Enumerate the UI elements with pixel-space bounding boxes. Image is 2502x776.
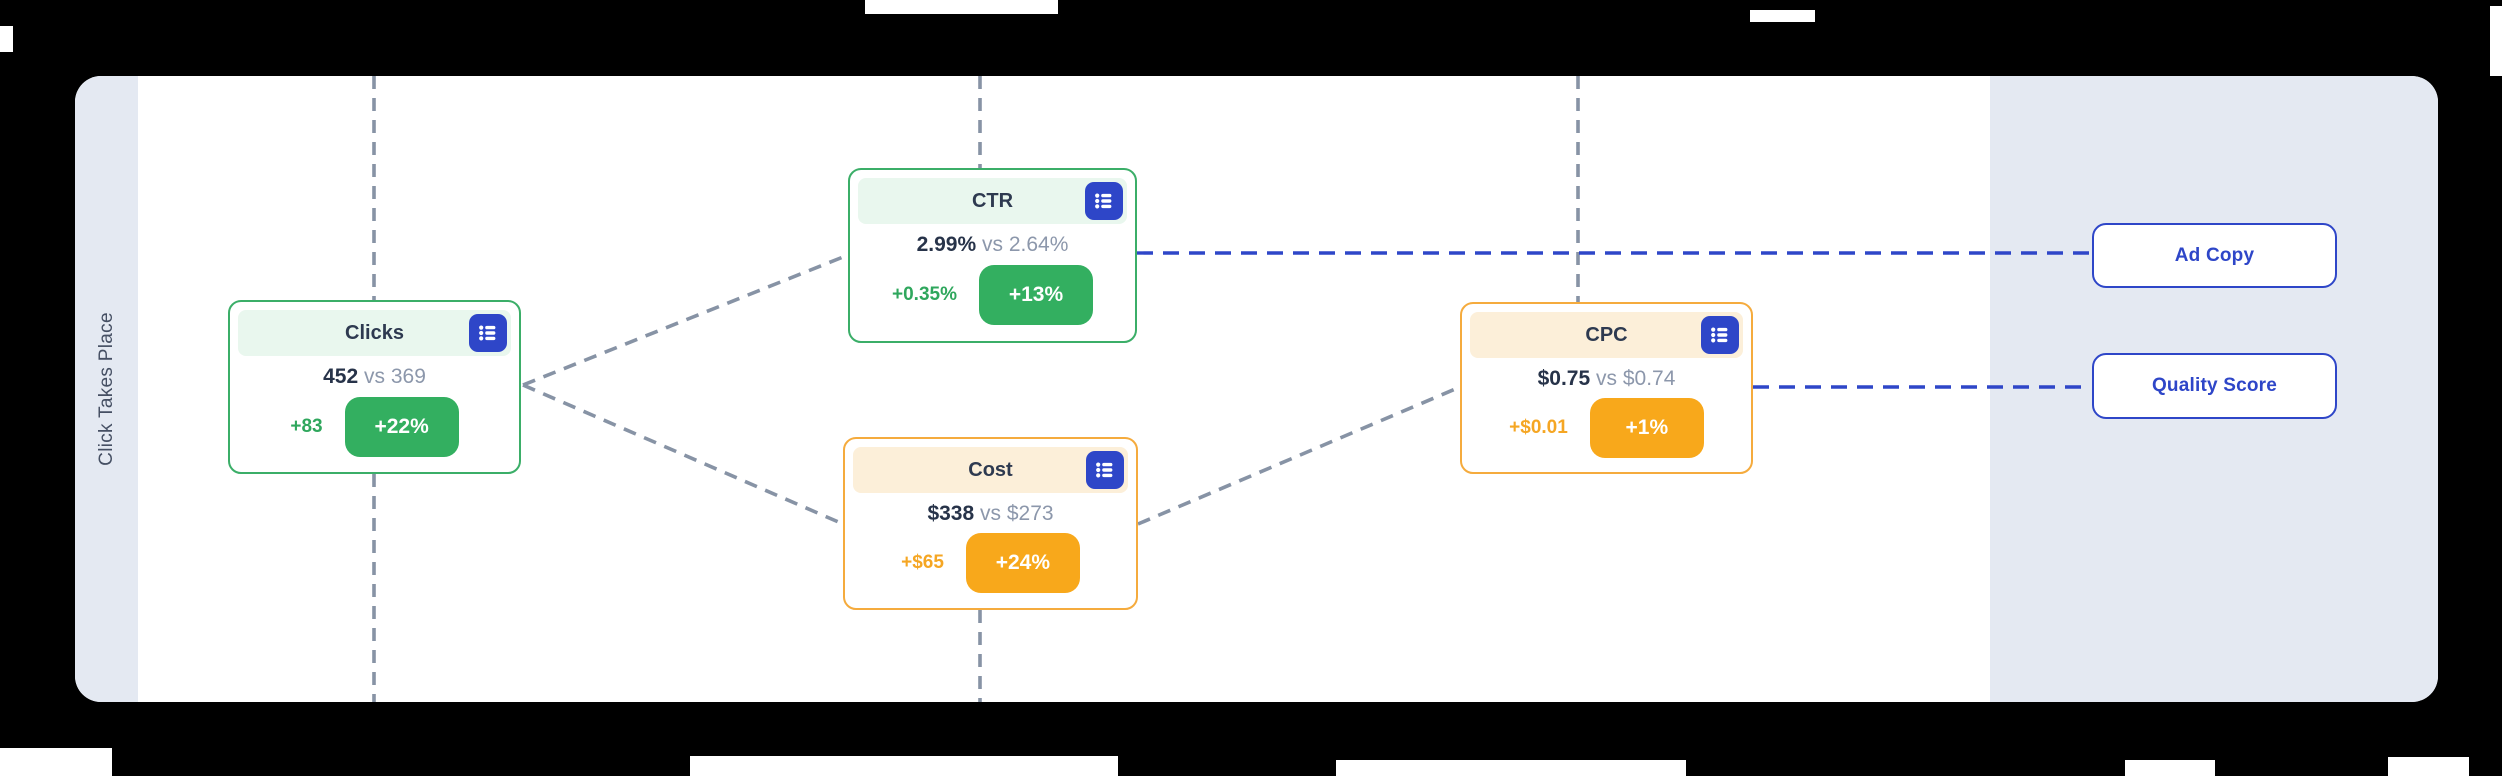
delta-percent-badge: +13% [978,265,1093,325]
metrics-flow-panel: Click Takes Place Clicks [75,76,2438,702]
delta-percent-badge: +24% [965,533,1080,593]
previous-value: 369 [390,365,426,388]
metric-card-cost: Cost $338 vs $273 +$65 +24% [843,437,1138,610]
card-title: CPC [1585,323,1628,346]
card-delta: +0.35% +13% [850,257,1135,341]
list-icon [1095,193,1112,209]
card-title: Clicks [345,321,404,344]
delta-percent-badge: +1% [1589,397,1704,458]
factor-quality-score-button[interactable]: Quality Score [2092,353,2337,419]
previous-value: 2.64% [1008,233,1069,256]
delta-absolute: +83 [290,415,323,437]
background-artifact [2388,757,2469,776]
card-title: CTR [971,189,1014,212]
background-artifact [1336,760,1686,776]
list-icon [1096,462,1113,478]
factor-ad-copy-button[interactable]: Ad Copy [2092,223,2337,288]
background-artifact [0,26,13,52]
metric-card-clicks: Clicks 452 vs 369 +83 +22% [228,300,521,474]
card-menu-button[interactable] [1701,316,1739,354]
list-icon [1711,327,1728,343]
connector-cost-cpc [1137,385,1461,526]
background-artifact [690,756,1118,776]
card-value: 452 vs 369 [230,365,519,389]
background-artifact [2125,760,2215,776]
card-delta: +83 +22% [230,389,519,472]
card-header: Cost [853,447,1128,493]
card-delta: +$65 +24% [845,526,1136,608]
vs-label: vs [982,233,1003,256]
metric-card-cpc: CPC $0.75 vs $0.74 +$0.01 +1% [1460,302,1753,474]
vs-label: vs [1596,367,1617,390]
delta-absolute: +0.35% [892,284,957,305]
vs-label: vs [980,502,1001,525]
card-menu-button[interactable] [469,314,507,352]
card-title: Cost [968,458,1013,481]
card-value: $0.75 vs $0.74 [1462,367,1751,391]
card-header: CPC [1470,312,1743,358]
stage-label-strip: Click Takes Place [75,76,138,702]
background-artifact [1750,10,1815,22]
vs-label: vs [364,365,385,388]
previous-value: $273 [1006,502,1054,525]
background-artifact [0,748,112,776]
current-value: 2.99% [916,233,977,256]
background-artifact [865,0,1058,14]
background-artifact [2490,6,2502,76]
metric-card-ctr: CTR 2.99% vs 2.64% +0.35% +13% [848,168,1137,343]
current-value: 452 [323,365,359,388]
connector-clicks-ctr [522,253,849,387]
card-header: CTR [858,178,1127,224]
delta-percent-badge: +22% [344,396,459,457]
card-menu-button[interactable] [1086,451,1124,489]
list-icon [479,325,496,341]
delta-absolute: +$65 [901,552,944,573]
card-value: $338 vs $273 [845,502,1136,526]
card-menu-button[interactable] [1085,182,1123,220]
current-value: $338 [927,502,975,525]
card-delta: +$0.01 +1% [1462,391,1751,472]
previous-value: $0.74 [1622,367,1676,390]
connector-clicks-cost [522,383,844,526]
card-header: Clicks [238,310,511,356]
delta-absolute: +$0.01 [1509,416,1568,438]
current-value: $0.75 [1537,367,1591,390]
connector-lines [372,76,2090,702]
card-value: 2.99% vs 2.64% [850,233,1135,257]
